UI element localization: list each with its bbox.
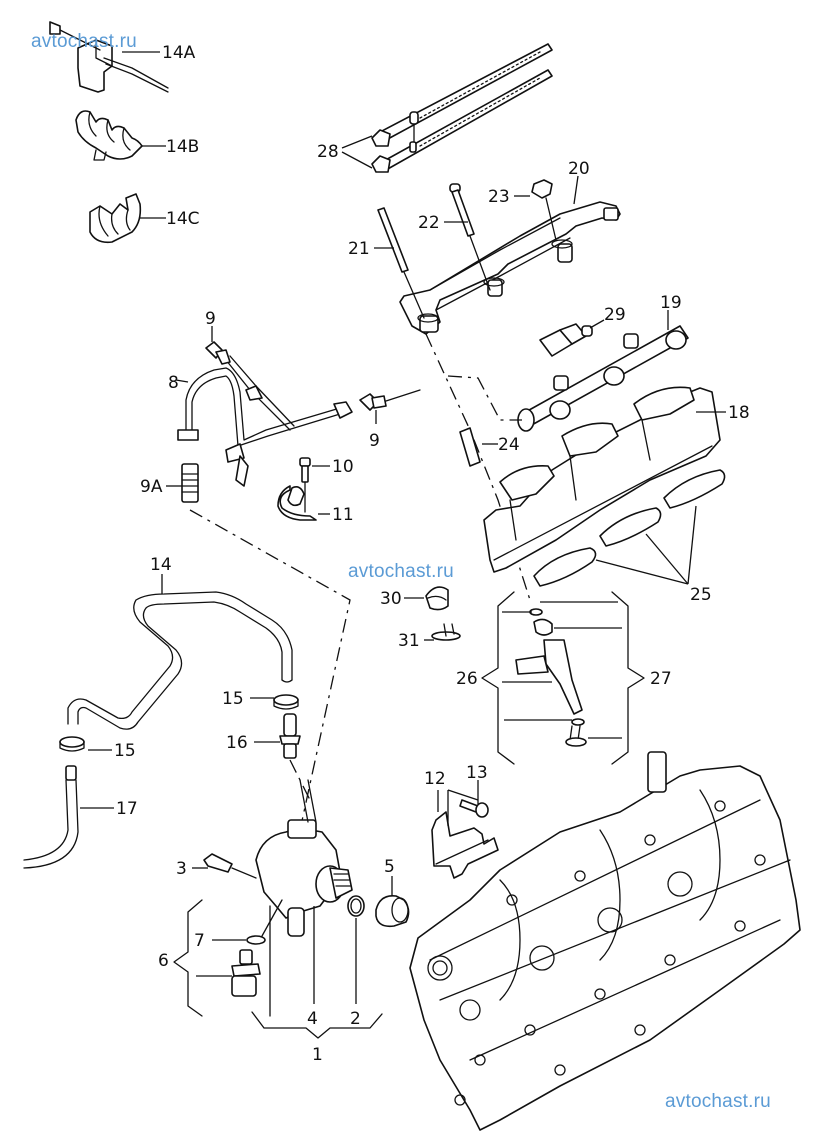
- callout-8: 8: [168, 373, 179, 393]
- part-28-cable-ties[interactable]: [371, 43, 553, 173]
- part-29-sensor[interactable]: [539, 323, 593, 357]
- callout-29: 29: [604, 305, 626, 325]
- part-23-nut[interactable]: [531, 179, 557, 241]
- part-13-bolt[interactable]: [459, 799, 489, 818]
- callout-15-left: 15: [114, 741, 136, 761]
- callout-19: 19: [660, 293, 682, 313]
- assembly-line: [447, 375, 522, 421]
- callout-2: 2: [350, 1009, 361, 1029]
- callout-24: 24: [498, 435, 520, 455]
- part-9-fitting-right[interactable]: [359, 389, 421, 411]
- callout-23: 23: [488, 187, 510, 207]
- callout-4: 4: [307, 1009, 318, 1029]
- part-9-fitting-top[interactable]: [205, 341, 231, 365]
- part-14c-clip[interactable]: [89, 193, 142, 244]
- bracket-1: [251, 1011, 383, 1039]
- callout-26: 26: [456, 669, 478, 689]
- part-25-gaskets[interactable]: [533, 469, 726, 587]
- assembly-line: [189, 509, 351, 831]
- callout-9-top: 9: [205, 309, 216, 329]
- part-14a-clip[interactable]: [49, 21, 169, 93]
- callout-10: 10: [332, 457, 354, 477]
- part-15-clamp-right[interactable]: [273, 694, 299, 710]
- part-high-pressure-pump[interactable]: [255, 779, 353, 1017]
- callout-28: 28: [317, 142, 339, 162]
- callout-11: 11: [332, 505, 354, 525]
- callout-14c: 14C: [166, 209, 200, 229]
- part-12-bracket[interactable]: [431, 811, 499, 879]
- part-8-fuel-line[interactable]: [177, 355, 353, 487]
- part-19-fuel-rail[interactable]: [517, 325, 689, 432]
- callout-5: 5: [384, 857, 395, 877]
- callout-6: 6: [158, 951, 169, 971]
- part-24-sleeve[interactable]: [459, 427, 481, 467]
- callout-3: 3: [176, 859, 187, 879]
- callout-25: 25: [690, 585, 712, 605]
- callout-7: 7: [194, 931, 205, 951]
- bracket-27: [611, 591, 645, 765]
- callout-22: 22: [418, 213, 440, 233]
- part-9a-fitting[interactable]: [181, 463, 199, 503]
- callout-17: 17: [116, 799, 138, 819]
- part-5-plug[interactable]: [375, 894, 410, 928]
- bracket-6: [173, 899, 203, 1017]
- part-11-clamp[interactable]: [277, 485, 317, 521]
- callout-9-right: 9: [369, 431, 380, 451]
- part-14-hose[interactable]: [67, 591, 293, 730]
- callout-12: 12: [424, 769, 446, 789]
- part-injector-assembly[interactable]: [515, 608, 587, 747]
- part-3-bolt[interactable]: [203, 853, 257, 879]
- watermark-top-left: avtochast.ru: [31, 31, 137, 52]
- callout-27: 27: [650, 669, 672, 689]
- callout-1: 1: [312, 1045, 323, 1065]
- part-30-cap[interactable]: [425, 586, 449, 611]
- callout-15-right: 15: [222, 689, 244, 709]
- part-10-bolt[interactable]: [299, 457, 311, 513]
- part-17-hose[interactable]: [23, 765, 79, 869]
- watermark-center: avtochast.ru: [348, 561, 454, 582]
- part-20-bracket[interactable]: [399, 201, 621, 335]
- part-15-clamp-left[interactable]: [59, 736, 85, 752]
- callout-13: 13: [466, 763, 488, 783]
- watermark-bottom-right: avtochast.ru: [665, 1091, 771, 1112]
- part-21-stud[interactable]: [377, 207, 425, 319]
- callout-30: 30: [380, 589, 402, 609]
- callout-20: 20: [568, 159, 590, 179]
- part-16-connector[interactable]: [279, 713, 301, 759]
- bracket-26: [481, 591, 515, 765]
- callout-16: 16: [226, 733, 248, 753]
- callout-31: 31: [398, 631, 420, 651]
- part-22-bolt[interactable]: [449, 183, 491, 291]
- callout-21: 21: [348, 239, 370, 259]
- part-2-o-ring[interactable]: [347, 895, 365, 917]
- part-31-clip[interactable]: [431, 623, 461, 641]
- callout-14b: 14B: [166, 137, 199, 157]
- part-cylinder-head[interactable]: [409, 751, 801, 1131]
- callout-14: 14: [150, 555, 172, 575]
- part-7-o-ring[interactable]: [246, 935, 266, 945]
- callout-18: 18: [728, 403, 750, 423]
- part-18-intake-manifold[interactable]: [483, 386, 721, 573]
- callout-9a: 9A: [140, 477, 163, 497]
- part-14b-clip[interactable]: [75, 110, 143, 161]
- callout-14a: 14A: [162, 43, 196, 63]
- part-6-pressure-sensor[interactable]: [231, 949, 261, 997]
